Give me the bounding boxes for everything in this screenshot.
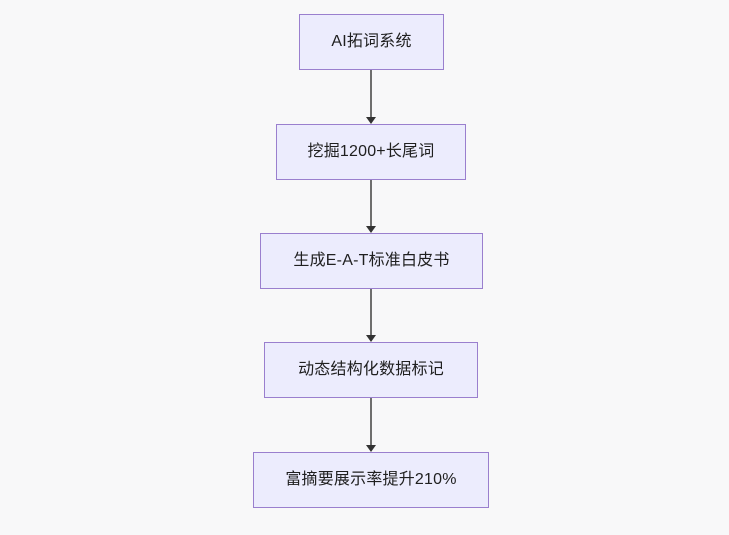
flow-node-label: 生成E-A-T标准白皮书 xyxy=(293,252,450,270)
flow-node-node-2[interactable]: 挖掘1200+长尾词 xyxy=(276,124,466,180)
flow-node-label: 动态结构化数据标记 xyxy=(298,361,444,379)
flow-node-node-1[interactable]: AI拓词系统 xyxy=(299,14,444,70)
flow-node-label: AI拓词系统 xyxy=(331,33,412,51)
flow-arrow xyxy=(363,289,379,342)
flow-node-node-3[interactable]: 生成E-A-T标准白皮书 xyxy=(260,233,483,289)
flow-node-label: 富摘要展示率提升210% xyxy=(285,471,457,489)
flow-arrow xyxy=(363,70,379,124)
flow-arrow xyxy=(363,398,379,452)
flow-node-node-4[interactable]: 动态结构化数据标记 xyxy=(264,342,478,398)
flow-arrow xyxy=(363,180,379,233)
flow-node-node-5[interactable]: 富摘要展示率提升210% xyxy=(253,452,489,508)
flow-node-label: 挖掘1200+长尾词 xyxy=(307,143,435,161)
